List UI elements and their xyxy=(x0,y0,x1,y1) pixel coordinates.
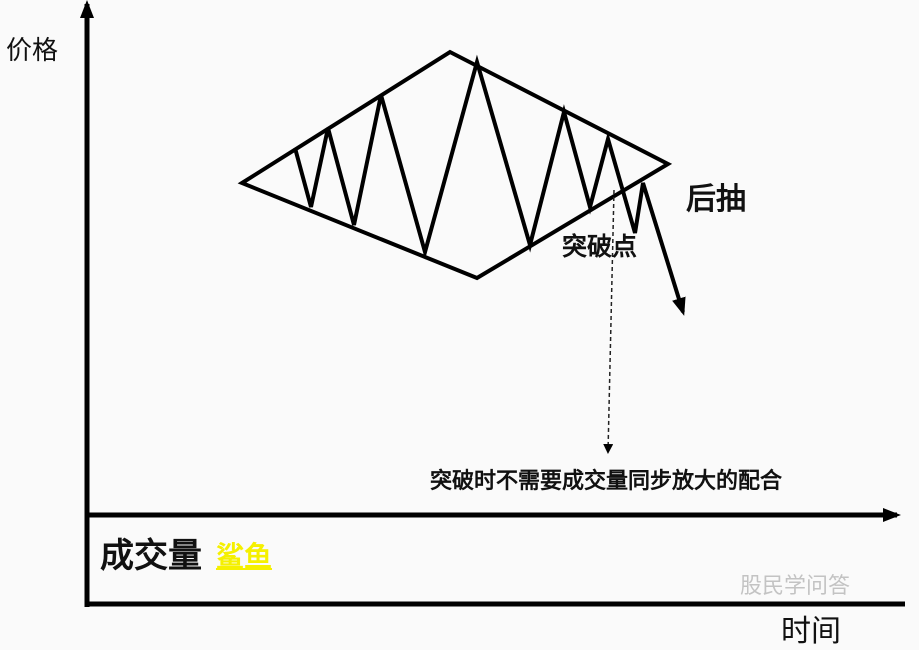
author-label: 鲨鱼 xyxy=(216,540,273,573)
volume-section-label: 成交量 xyxy=(100,536,202,576)
y-axis-label: 价格 xyxy=(6,36,59,66)
volume-note: 突破时不需要成交量同步放大的配合 xyxy=(430,469,783,494)
breakout-point-label: 突破点 xyxy=(562,232,638,261)
price-zigzag xyxy=(293,54,686,316)
x-axis-label: 时间 xyxy=(781,614,841,649)
pullback-label: 后抽 xyxy=(686,182,746,217)
breakout-dotted-line xyxy=(603,189,615,454)
watermark: 股民学问答 xyxy=(740,574,851,599)
